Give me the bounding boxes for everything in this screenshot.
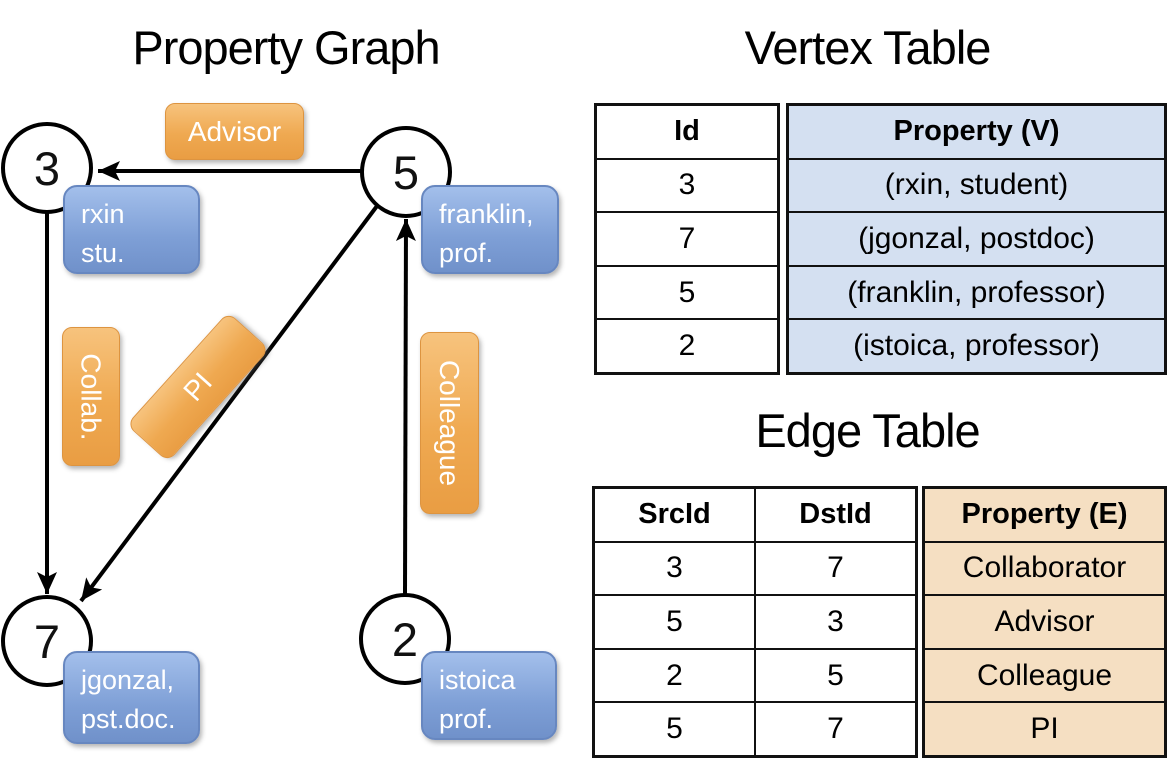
edge-table-property-header: Property (E) xyxy=(925,489,1164,543)
vertex-table-title: Vertex Table xyxy=(744,21,992,74)
edge-label-advisor-text: Advisor xyxy=(187,115,282,147)
edge-table-dst-cell: 5 xyxy=(827,658,844,692)
edge-table-src-cell: 5 xyxy=(595,596,756,648)
vertex-table-property-header: Property (V) xyxy=(789,106,1164,160)
node-2-property-line2: prof. xyxy=(439,704,494,735)
node-2-property-label: istoica prof. xyxy=(421,651,557,740)
node-2-id: 2 xyxy=(391,612,419,666)
vertex-table-property-column: Property (V) (rxin, student) (jgonzal, p… xyxy=(786,103,1167,375)
edge-table-src-cell: 3 xyxy=(595,542,756,595)
node-3-property-label: rxin stu. xyxy=(63,185,200,274)
vertex-table-property-cell: (jgonzal, postdoc) xyxy=(789,213,1164,267)
edge-table-property-cell: PI xyxy=(1030,712,1059,746)
node-7-id: 7 xyxy=(33,614,61,668)
node-3-property-line2: stu. xyxy=(81,238,125,269)
node-5-property-label: franklin, prof. xyxy=(421,185,559,274)
edge-colleague-2-to-5 xyxy=(395,218,416,595)
edge-table-src-cell: 5 xyxy=(595,703,756,755)
edge-label-collab: Collab. xyxy=(62,327,120,466)
edge-table-property-cell: Colleague xyxy=(925,650,1164,704)
vertex-table-id-cell: 2 xyxy=(678,329,696,363)
vertex-table-property-cell: (istoica, professor) xyxy=(853,329,1100,363)
edge-pi-5-to-7 xyxy=(79,204,379,603)
edge-label-collab-text: Collab. xyxy=(76,352,108,441)
vertex-table-property-cell: (rxin, student) xyxy=(789,160,1164,214)
node-5-id: 5 xyxy=(392,145,420,199)
edge-table-property-column: Property (E) Collaborator Advisor Collea… xyxy=(922,486,1167,758)
node-7-property-line1: jgonzal, xyxy=(81,665,175,695)
vertex-table-id-cell: 7 xyxy=(597,213,777,267)
vertex-table-property-cell: (franklin, professor) xyxy=(789,267,1164,321)
vertex-table-id-cell: 3 xyxy=(597,160,777,214)
edge-table-dst-cell: 7 xyxy=(827,712,844,746)
vertex-table-id-column: Id 3 7 5 2 xyxy=(594,103,780,375)
vertex-table-id-header: Id xyxy=(597,106,777,160)
node-7-property-line2: pst.doc. xyxy=(81,704,176,735)
node-5-property-line2: prof. xyxy=(439,238,494,269)
node-2-property-line1: istoica xyxy=(439,665,516,695)
edge-label-pi-text: PI xyxy=(177,366,219,407)
edge-table-dst-cell: 7 xyxy=(827,551,844,585)
edge-table-dstid-header: DstId xyxy=(799,498,872,531)
edge-label-colleague: Colleague xyxy=(420,332,479,514)
node-5-property-line1: franklin, xyxy=(439,199,534,229)
edge-table-id-columns: SrcId DstId 3 7 5 3 2 5 5 7 xyxy=(592,486,918,758)
property-graph-title: Property Graph xyxy=(132,21,440,74)
edge-table-srcid-header: SrcId xyxy=(595,489,756,541)
edge-table-title: Edge Table xyxy=(755,404,980,457)
edge-label-colleague-text: Colleague xyxy=(434,359,466,487)
edge-table-property-cell: Collaborator xyxy=(925,543,1164,597)
edge-table-dst-cell: 3 xyxy=(827,604,844,638)
edge-table-src-cell: 2 xyxy=(595,649,756,702)
edge-label-advisor: Advisor xyxy=(165,103,304,160)
node-3-id: 3 xyxy=(33,141,61,195)
vertex-table-id-cell: 5 xyxy=(597,267,777,321)
node-3-property-line1: rxin xyxy=(81,199,125,229)
edge-table-property-cell: Advisor xyxy=(925,596,1164,650)
node-7-property-label: jgonzal, pst.doc. xyxy=(63,651,200,744)
